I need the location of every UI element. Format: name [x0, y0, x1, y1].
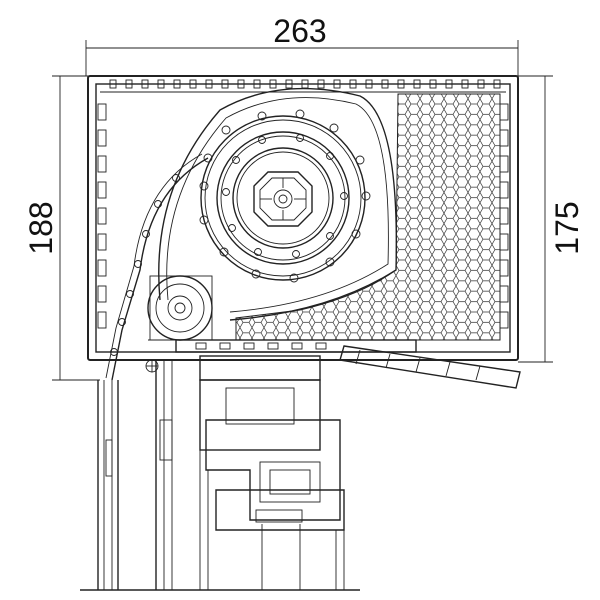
octagonal-shaft [253, 171, 313, 227]
shutter-guide-rails [97, 360, 345, 590]
dimension-top-label: 263 [273, 13, 326, 49]
window-frame-profile [199, 355, 345, 590]
curtain-guide-chain [105, 153, 209, 381]
box-base-rail [145, 339, 417, 373]
dimension-top: 263 [85, 13, 519, 76]
dimension-left-label: 188 [23, 201, 59, 254]
rolled-shutter-curtain [199, 109, 371, 283]
shutter-box-housing [87, 75, 519, 361]
roller-guide [158, 87, 398, 321]
dimension-right-label: 175 [549, 201, 585, 254]
motor-drum [147, 275, 213, 341]
dimension-right: 175 [518, 75, 585, 363]
insulation-block [235, 93, 501, 341]
dimension-left: 188 [23, 75, 100, 381]
